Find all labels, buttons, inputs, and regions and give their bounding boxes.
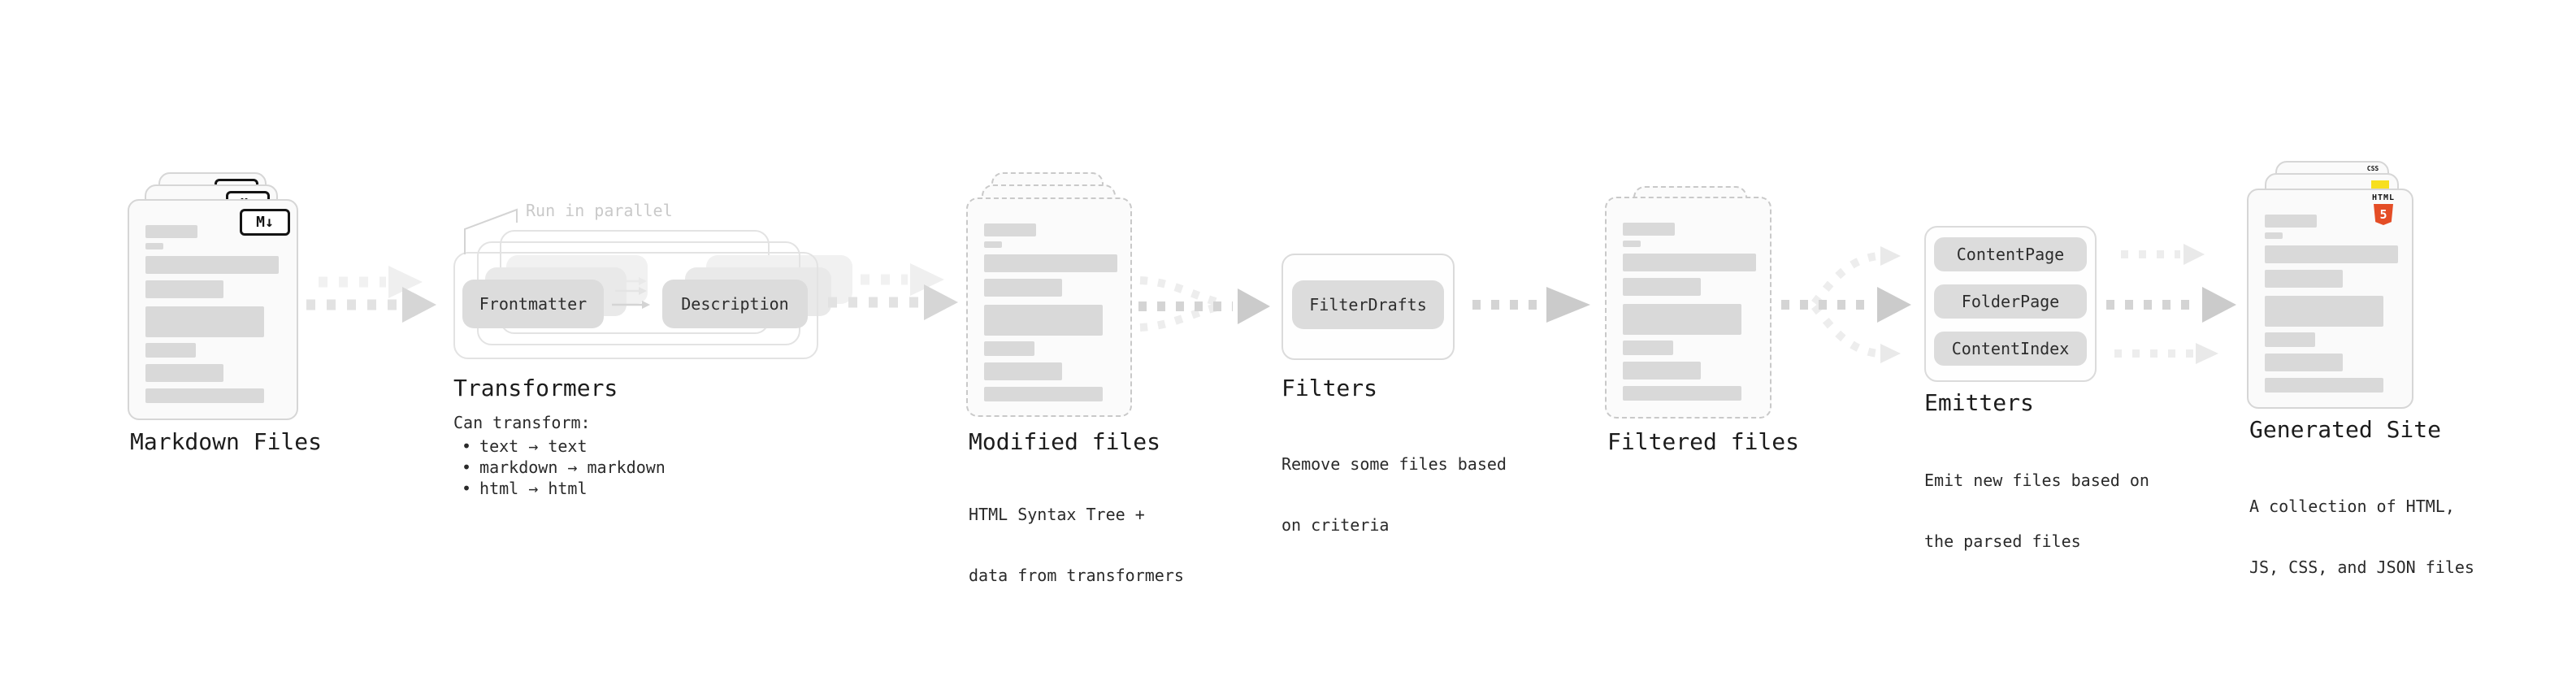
html5-numeral: 5 <box>2379 207 2387 222</box>
site-file-card-html: HTML 5 <box>2247 189 2413 409</box>
bullet-text: html → html <box>479 479 588 498</box>
description-line: HTML Syntax Tree + <box>969 505 1145 524</box>
bullet-marker: • <box>462 479 472 498</box>
generated-site-description: A collection of HTML, JS, CSS, and JSON … <box>2249 456 2474 618</box>
transformers-description: Can transform: <box>453 413 591 432</box>
stage-title-filters: Filters <box>1281 375 1378 401</box>
modified-file-card-front <box>966 197 1132 417</box>
markdown-icon-glyph: M↓ <box>256 214 274 231</box>
emitter-pill-folderpage: FolderPage <box>1934 284 2087 319</box>
bullet-text: text → text <box>479 436 588 456</box>
arrow-filtered-to-emitters <box>1781 246 1911 363</box>
arrow-transformers-to-modified <box>828 263 958 320</box>
javascript-file-icon <box>2371 180 2389 190</box>
bullet-text: markdown → markdown <box>479 458 666 477</box>
stage-title-markdown-files: Markdown Files <box>130 428 323 455</box>
bullet-item: • markdown → markdown <box>453 457 666 478</box>
description-line: Emit new files based on <box>1924 471 2149 490</box>
annotation-leader-line <box>464 208 518 254</box>
transformer-pill-description: Description <box>662 280 808 328</box>
bullet-item: • text → text <box>453 436 666 457</box>
filter-pill-filterdrafts: FilterDrafts <box>1292 280 1444 329</box>
markdown-icon: M↓ <box>240 209 290 236</box>
filters-description: Remove some files based on criteria <box>1281 414 1507 576</box>
parallel-arrows-icon <box>612 277 650 309</box>
filtered-file-card-front <box>1605 197 1772 419</box>
emitter-pill-contentindex: ContentIndex <box>1934 332 2087 366</box>
stage-title-generated-site: Generated Site <box>2249 416 2442 443</box>
description-line: data from transformers <box>969 566 1184 585</box>
bullet-marker: • <box>462 458 472 477</box>
arrow-filters-to-filtered <box>1472 287 1590 323</box>
transformers-bullet-list: • text → text • markdown → markdown • ht… <box>453 436 666 499</box>
markdown-file-card-front: M↓ <box>128 199 298 420</box>
bullet-item: • html → html <box>453 478 666 499</box>
description-line: JS, CSS, and JSON files <box>2249 557 2474 577</box>
description-line: Remove some files based <box>1281 454 1507 474</box>
description-line: A collection of HTML, <box>2249 497 2455 516</box>
description-line: the parsed files <box>1924 531 2081 551</box>
arrow-markdown-to-transformers <box>306 266 436 323</box>
description-line: on criteria <box>1281 515 1390 535</box>
html5-icon: HTML 5 <box>2366 194 2400 225</box>
emitters-description: Emit new files based on the parsed files <box>1924 430 2149 592</box>
run-in-parallel-annotation: Run in parallel <box>526 201 673 220</box>
html5-wordmark: HTML <box>2371 193 2396 202</box>
transformer-layer-box-front <box>453 252 818 359</box>
emitter-pill-contentpage: ContentPage <box>1934 237 2087 271</box>
arrow-modified-to-filters <box>1138 276 1270 332</box>
transformer-pill-frontmatter: Frontmatter <box>462 280 604 328</box>
stage-title-transformers: Transformers <box>453 375 618 401</box>
modified-files-description: HTML Syntax Tree + data from transformer… <box>969 464 1184 627</box>
html5-shield: 5 <box>2374 204 2393 225</box>
stage-title-modified-files: Modified files <box>969 428 1161 455</box>
stage-title-filtered-files: Filtered files <box>1607 428 1800 455</box>
stage-title-emitters: Emitters <box>1924 389 2034 416</box>
css-wordmark: CSS <box>2366 165 2379 172</box>
arrow-emitters-to-site <box>2106 244 2236 364</box>
bullet-marker: • <box>462 436 472 456</box>
